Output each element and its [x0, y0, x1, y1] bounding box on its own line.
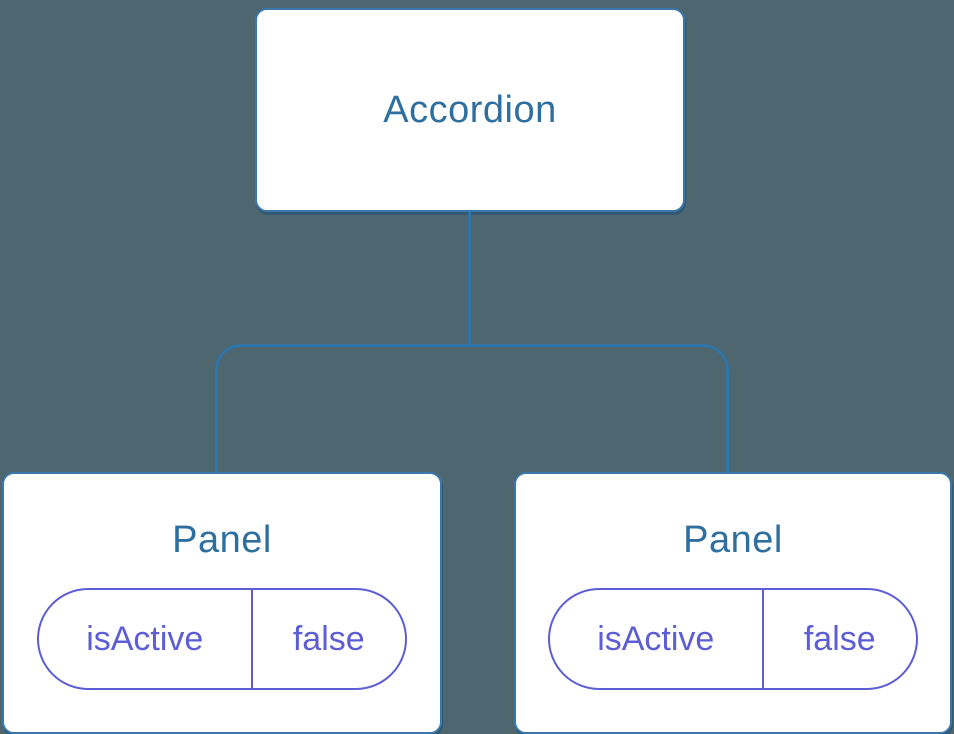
state-pill: isActive false	[37, 588, 407, 690]
state-value-cell: false	[292, 619, 365, 658]
state-key-cell: isActive	[39, 590, 253, 688]
state-pill: isActive false	[548, 588, 918, 690]
accordion-node-label: Accordion	[383, 89, 557, 131]
panel-node-label: Panel	[172, 519, 272, 561]
panel-node-left: Panel isActive false	[2, 472, 442, 734]
state-key-cell: isActive	[550, 590, 764, 688]
panel-node-label: Panel	[683, 519, 783, 561]
state-value-cell: false	[803, 619, 876, 658]
accordion-node: Accordion	[255, 8, 685, 212]
panel-node-right: Panel isActive false	[514, 472, 952, 734]
connector-trunk-line	[468, 212, 471, 346]
connector-branch-line	[215, 344, 729, 472]
